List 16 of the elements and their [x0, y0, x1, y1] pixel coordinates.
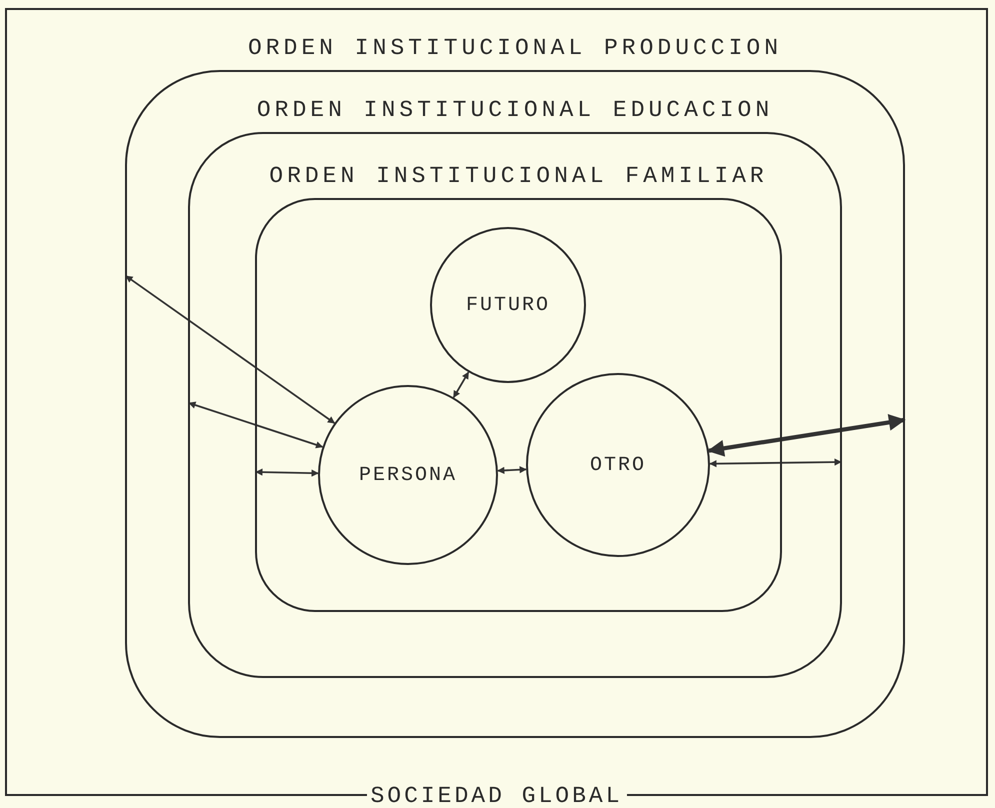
box-heading: ORDEN INSTITUCIONAL EDUCACION: [256, 96, 774, 124]
double-arrow: [497, 466, 527, 474]
circle-label: OTRO: [590, 454, 646, 476]
double-arrow: [452, 372, 470, 398]
double-arrow: [709, 458, 842, 468]
circle-label: FUTURO: [466, 294, 550, 316]
double-arrow: [188, 402, 324, 448]
double-arrow: [707, 414, 906, 457]
double-arrow: [125, 275, 336, 424]
box-heading: ORDEN INSTITUCIONAL PRODUCCION: [246, 34, 784, 62]
double-arrow: [255, 468, 319, 477]
box-heading: ORDEN INSTITUCIONAL FAMILIAR: [268, 162, 769, 190]
circle-label: PERSONA: [358, 464, 457, 486]
circle-node: [526, 373, 710, 557]
circle-node: [430, 227, 586, 383]
circle-node: [318, 385, 498, 565]
